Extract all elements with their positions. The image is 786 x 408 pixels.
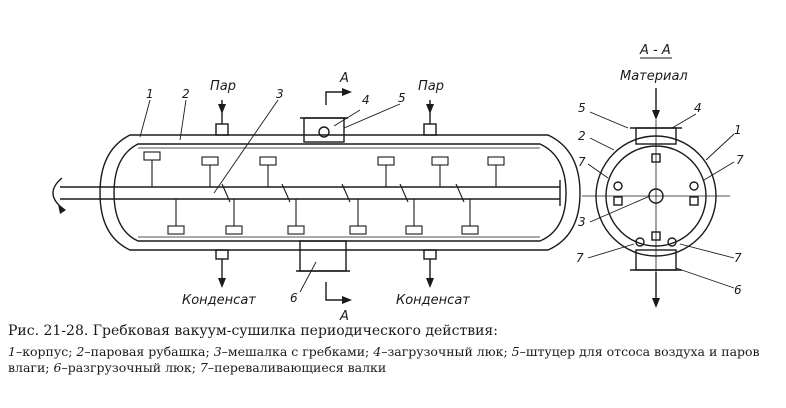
section-label-4: 4 [694, 101, 702, 115]
condensate-outlet-left [215, 249, 229, 282]
legend-num-5: 5 [511, 344, 520, 359]
material-label-top: Материал [620, 69, 688, 84]
section-label-7b: 7 [736, 153, 744, 167]
legend-text-2: –паровая рубашка; [84, 344, 214, 359]
dryer-shell [99, 134, 581, 251]
legend-num-1: 1 [8, 344, 16, 359]
condensate-outlet-right [423, 249, 437, 282]
condensate-label-left: Конденсат [182, 293, 256, 308]
dryer-diagram: Пар Пар Конденсат Конденсат А А А - А Ма… [52, 43, 744, 320]
legend-text-7: –переваливающиеся валки [207, 360, 387, 375]
legend-num-2: 2 [76, 344, 85, 359]
section-label-6: 6 [734, 283, 742, 297]
section-label-2: 2 [578, 129, 586, 143]
section-label-3: 3 [578, 215, 586, 229]
label-2: 2 [182, 87, 190, 101]
rakes-bottom [167, 199, 479, 235]
figure-legend: 1–корпус; 2–паровая рубашка; 3–мешалка с… [8, 344, 778, 376]
loading-hatch [300, 117, 348, 143]
section-label-5: 5 [578, 101, 586, 115]
steam-arrow-left-icon [218, 104, 226, 114]
steam-label-right: Пар [418, 79, 444, 94]
label-1: 1 [146, 87, 154, 101]
legend-num-4: 4 [373, 344, 382, 359]
figure-caption: Рис. 21-28. Гребковая вакуум-сушилка пер… [8, 323, 498, 339]
cross-section [582, 57, 735, 302]
section-label-7c: 7 [576, 251, 584, 265]
legend-text-1: –корпус; [15, 344, 77, 359]
section-line [325, 91, 346, 301]
material-in-arrow-icon [652, 110, 660, 120]
section-arrow-top-icon [342, 88, 352, 96]
label-3: 3 [276, 87, 284, 101]
rotation-arrowhead-icon [58, 204, 66, 214]
legend-num-6: 6 [53, 360, 62, 375]
legend-num-3: 3 [213, 344, 222, 359]
legend-text-3: –мешалка с гребками; [221, 344, 374, 359]
section-label-7d: 7 [734, 251, 742, 265]
section-arrow-bottom-icon [342, 296, 352, 304]
material-out-arrow-icon [652, 298, 660, 308]
legend-text-4: –загрузочный люк; [381, 344, 512, 359]
condensate-arrow-right-icon [426, 278, 434, 288]
rotation-arrow-icon [52, 177, 63, 209]
section-label-top: А [339, 71, 349, 86]
condensate-label-right: Конденсат [396, 293, 470, 308]
label-5: 5 [398, 91, 406, 105]
legend-num-7: 7 [199, 360, 208, 375]
leader-lines [139, 99, 401, 293]
shaft-paddles [221, 183, 465, 203]
label-4: 4 [362, 93, 370, 107]
legend-text-5: –штуцер для отсоса воздуха и паров влаги… [8, 344, 760, 375]
section-label-bottom: А [339, 309, 349, 320]
steam-label-left: Пар [210, 79, 236, 94]
section-title: А - А [639, 43, 671, 58]
agitator-shaft [60, 180, 561, 206]
label-6: 6 [290, 291, 298, 305]
condensate-arrow-left-icon [218, 278, 226, 288]
legend-text-6: –разгрузочный люк; [61, 360, 200, 375]
rakes-top [143, 151, 505, 187]
section-label-1: 1 [734, 123, 742, 137]
section-label-7a: 7 [578, 155, 586, 169]
steam-arrow-right-icon [426, 104, 434, 114]
unloading-hatch [296, 240, 350, 272]
